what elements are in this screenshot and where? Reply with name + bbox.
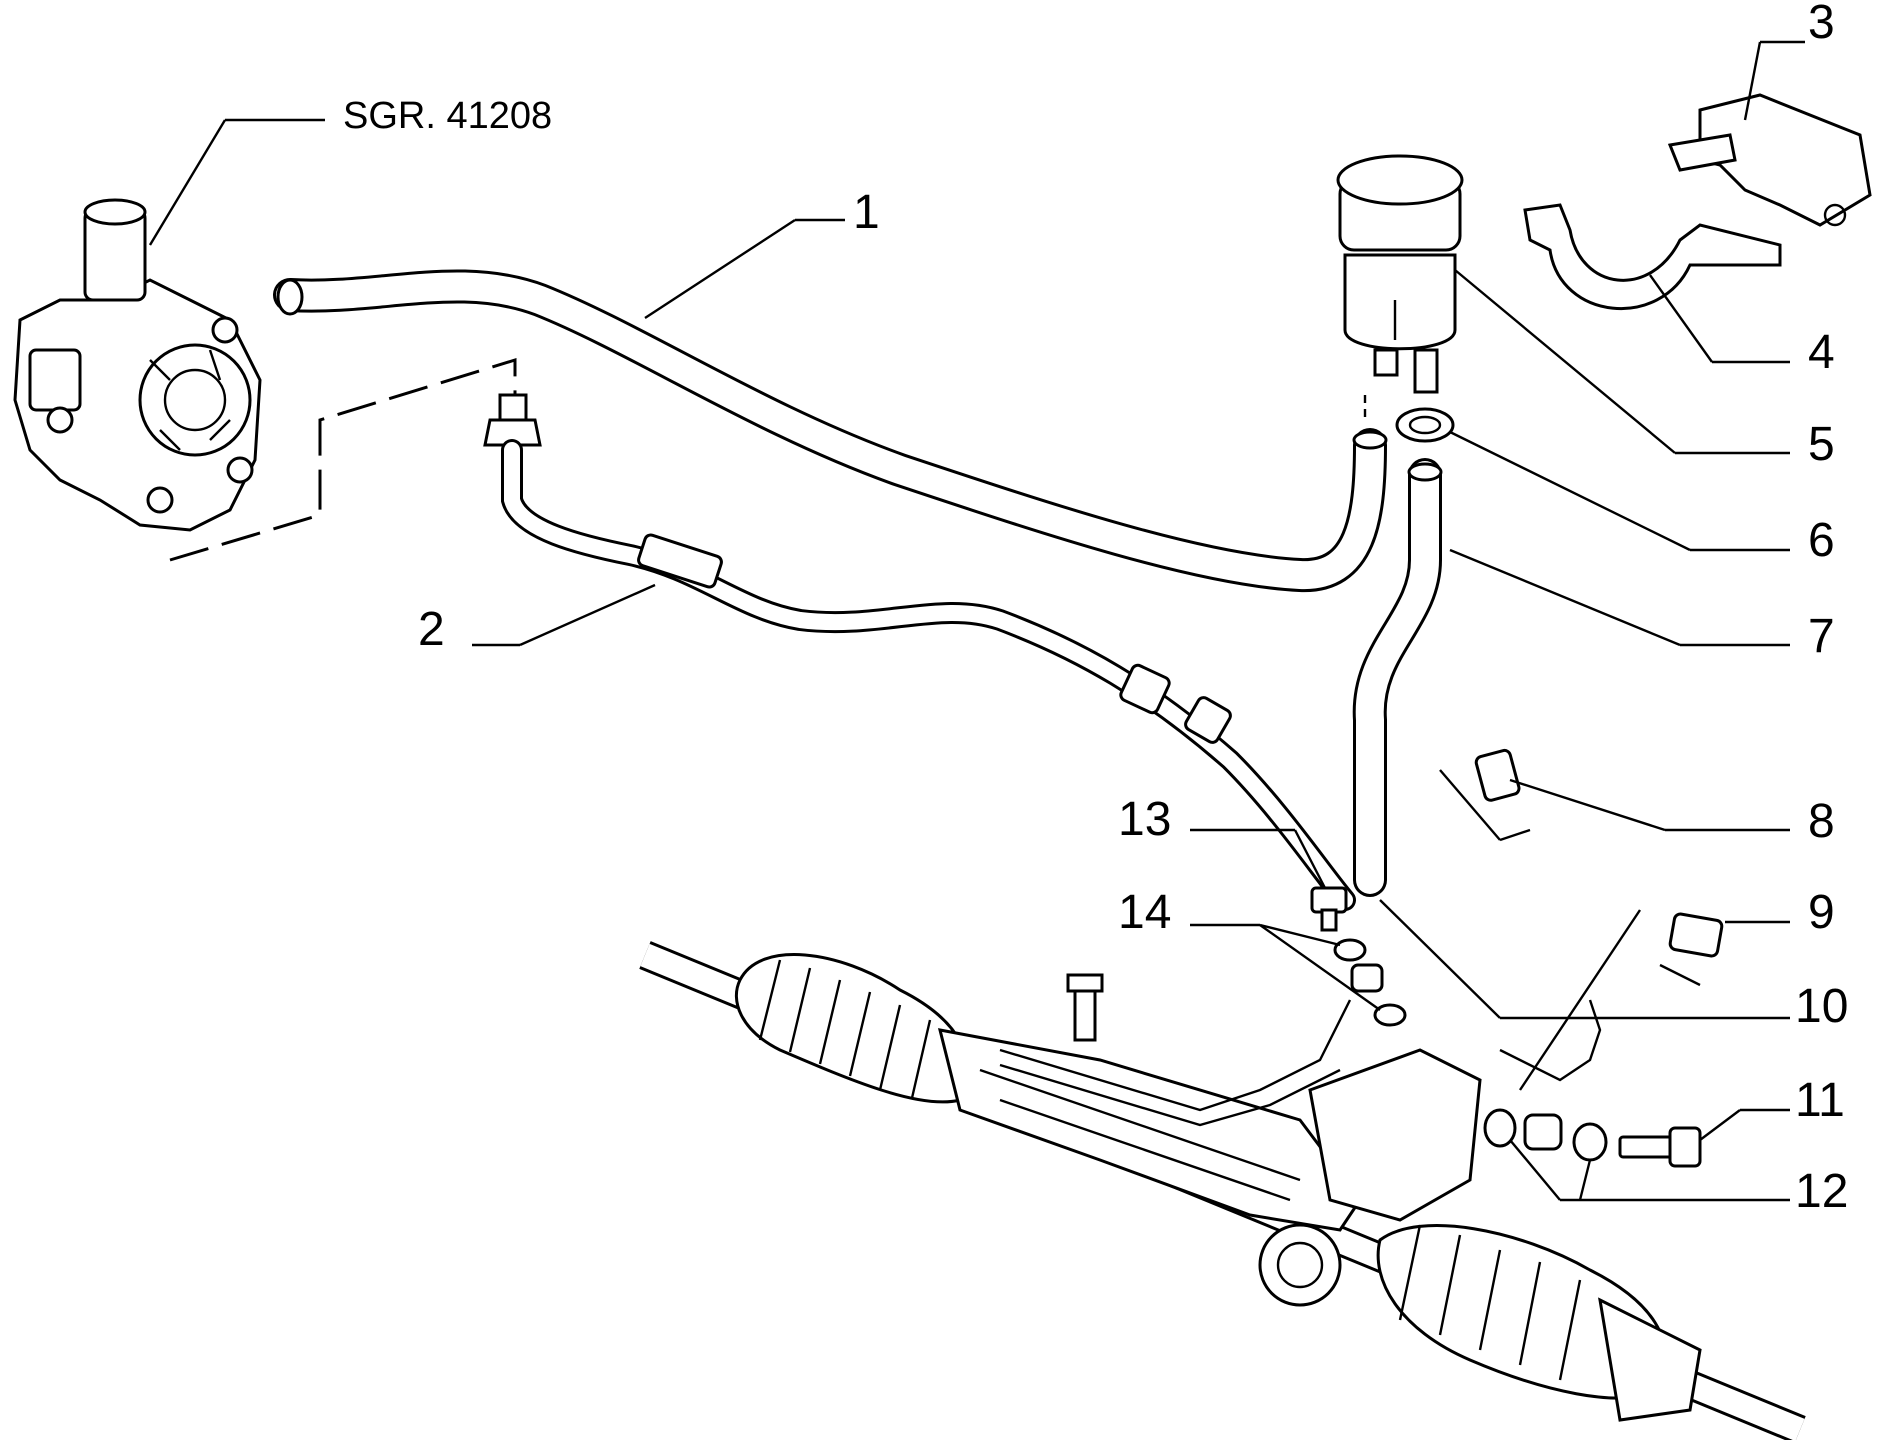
callout-14: 14 — [1118, 886, 1171, 939]
fluid-reservoir — [1336, 154, 1464, 394]
fitting-10 — [1499, 999, 1602, 1082]
callout-9: 9 — [1808, 886, 1835, 939]
callout-12: 12 — [1795, 1165, 1848, 1218]
callout-2: 2 — [418, 603, 445, 656]
power-steering-pump — [13, 198, 517, 562]
feed-hose — [1352, 458, 1443, 897]
return-hose — [273, 269, 1388, 593]
callout-4: 4 — [1808, 326, 1835, 379]
banjo-bolt-13 — [1310, 886, 1348, 932]
callout-6: 6 — [1808, 514, 1835, 567]
callout-3: 3 — [1808, 0, 1835, 49]
callout-8: 8 — [1808, 795, 1835, 848]
steering-rack — [639, 941, 1806, 1440]
bolt-11 — [1618, 1126, 1702, 1168]
reference-leader — [148, 118, 325, 246]
nut-6 — [1395, 407, 1455, 443]
callout-7: 7 — [1808, 610, 1835, 663]
clamp-4 — [1523, 203, 1782, 311]
clip-9 — [1668, 912, 1724, 958]
washers-12 — [1483, 1108, 1608, 1162]
callout-1: 1 — [853, 186, 880, 239]
leader-lines — [472, 40, 1805, 1202]
washers-14 — [1333, 938, 1407, 1027]
clip-8 — [1474, 748, 1521, 802]
callout-13: 13 — [1118, 793, 1171, 846]
pressure-pipe — [483, 393, 1356, 911]
reference-label: SGR. 41208 — [343, 95, 552, 137]
callout-11: 11 — [1795, 1074, 1845, 1127]
bracket-3 — [1667, 93, 1872, 227]
callout-10: 10 — [1795, 980, 1848, 1033]
callout-5: 5 — [1808, 418, 1835, 471]
